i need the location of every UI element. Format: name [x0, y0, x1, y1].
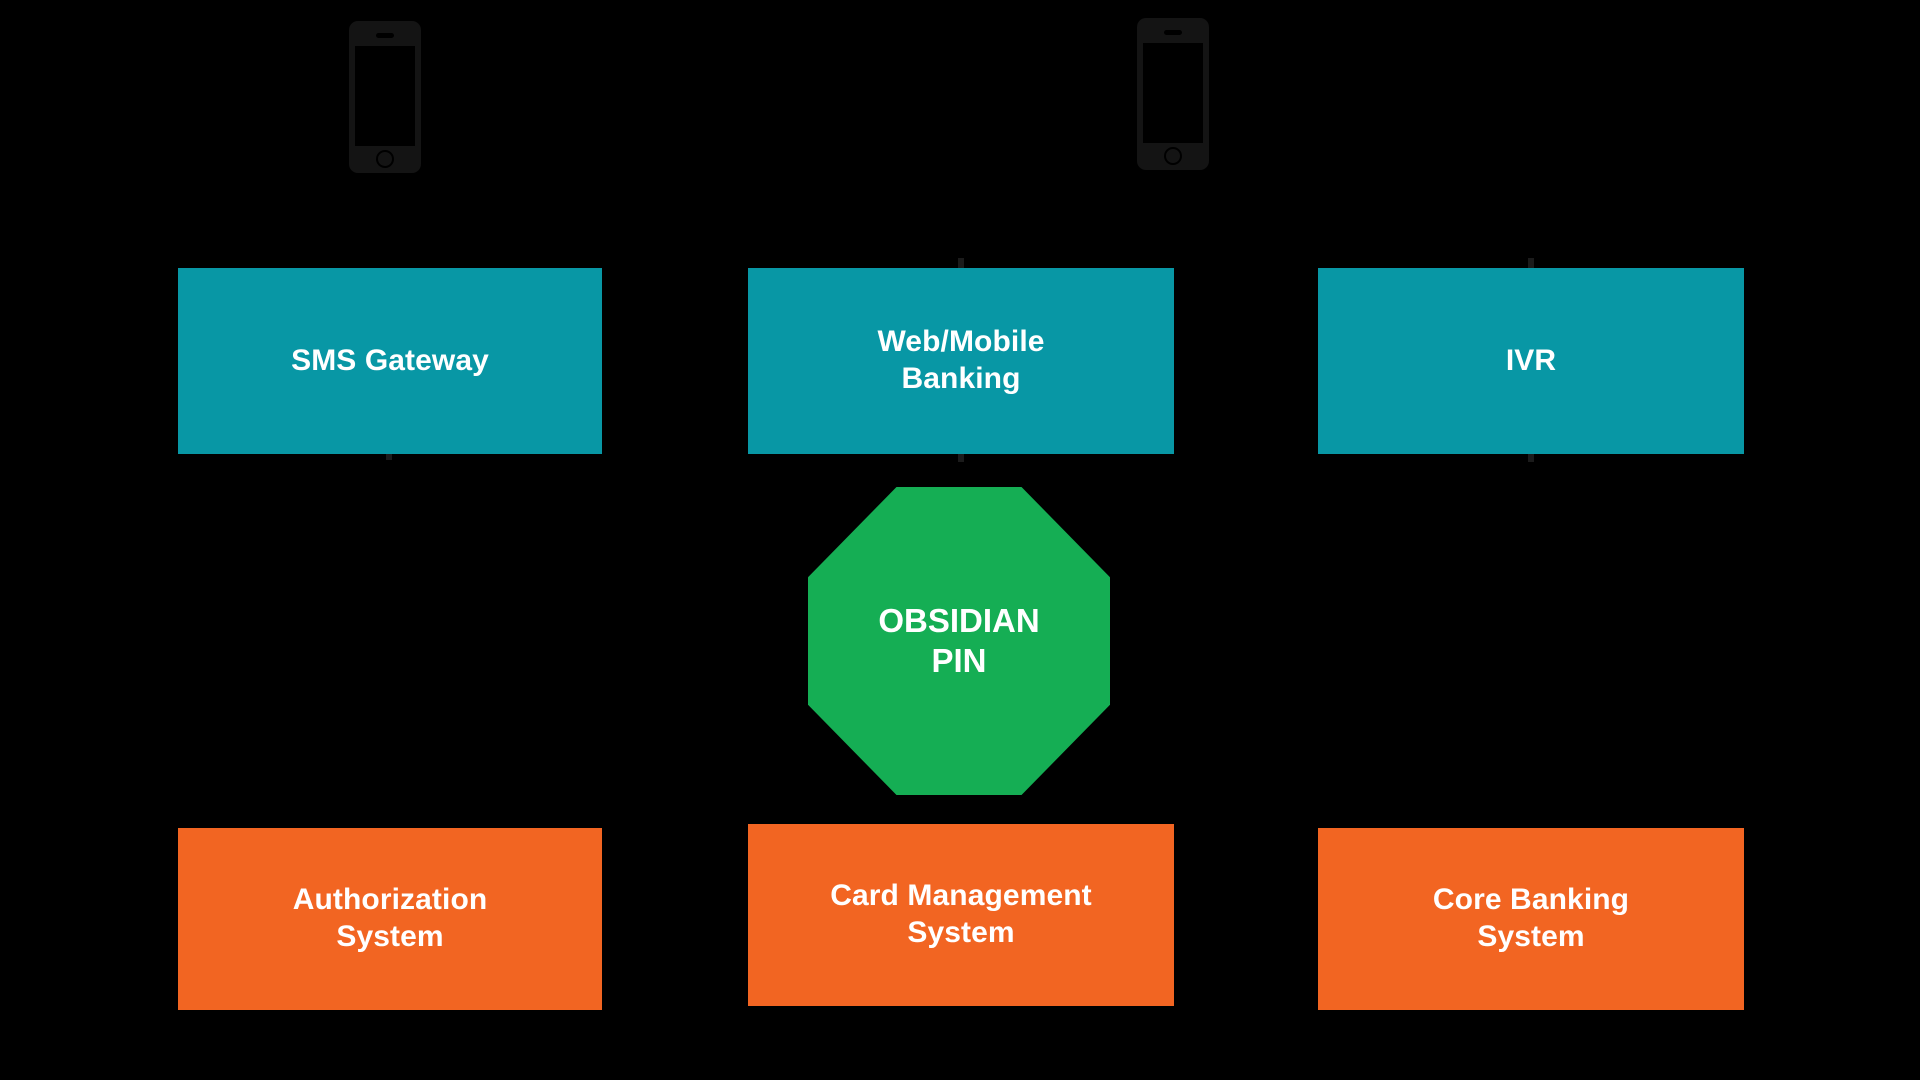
- connector-ivr-bottom: [1528, 452, 1534, 462]
- connector-ivr-top: [1528, 258, 1534, 270]
- channel-node-label: Web/Mobile Banking: [877, 325, 1045, 395]
- core-node-obsidian-pin[interactable]: OBSIDIAN PIN: [808, 487, 1110, 795]
- backend-node-authorization-system[interactable]: Authorization System: [178, 828, 602, 1010]
- channel-node-web-mobile-banking[interactable]: Web/Mobile Banking: [748, 268, 1174, 454]
- core-node-label: OBSIDIAN PIN: [878, 601, 1040, 679]
- connector-sms-gateway-bottom: [386, 452, 392, 460]
- channel-node-sms-gateway[interactable]: SMS Gateway: [178, 268, 602, 454]
- backend-node-label: Card Management System: [830, 879, 1092, 949]
- channel-node-label: SMS Gateway: [291, 343, 489, 377]
- channel-node-ivr[interactable]: IVR: [1318, 268, 1744, 454]
- mobile-phone-icon: [349, 21, 421, 173]
- backend-node-label: Authorization System: [292, 883, 488, 953]
- backend-node-card-management-system[interactable]: Card Management System: [748, 824, 1174, 1006]
- backend-node-label: Core Banking System: [1432, 883, 1630, 953]
- connector-web-mobile-top: [958, 258, 964, 270]
- backend-node-core-banking-system[interactable]: Core Banking System: [1318, 828, 1744, 1010]
- connector-web-mobile-bottom: [958, 452, 964, 462]
- mobile-phone-icon: [1137, 18, 1209, 170]
- channel-node-label: IVR: [1505, 343, 1557, 377]
